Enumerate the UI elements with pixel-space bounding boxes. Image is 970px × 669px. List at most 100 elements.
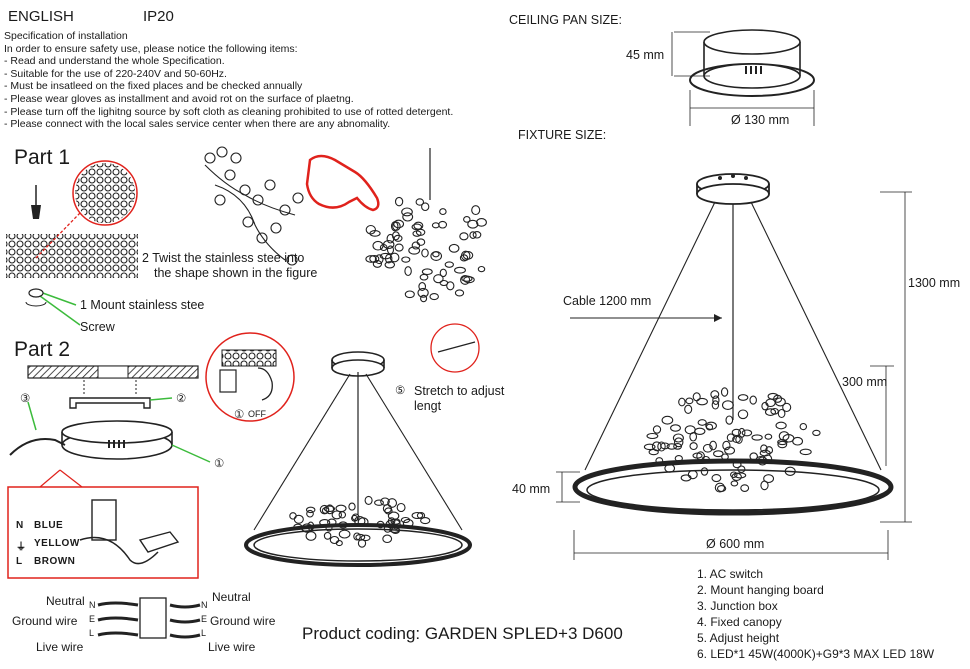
spec-item: - Must be insatleed on the fixed places … [4,80,303,93]
callout-2: ② [176,393,187,405]
led-loop [741,429,753,437]
led-loop [319,519,331,527]
led-loop [459,254,469,262]
led-loop [446,281,455,291]
led-loop [419,273,429,281]
led-loop [694,427,706,435]
led-loops [289,196,821,548]
led-loop [763,474,775,484]
led-loop [716,485,727,492]
led-loop [382,240,395,249]
spec-item: - Suitable for the use of 220-240V and 5… [4,67,227,80]
led-loop [467,219,479,229]
wiring-right-ground: Ground wire [210,614,276,628]
led-loop [700,467,709,476]
led-loop [374,254,384,265]
language-label: ENGLISH [8,8,74,25]
fixture-drop: 300 mm [842,375,888,389]
led-loop [335,504,347,513]
led-loop [685,397,694,405]
led-loop [692,452,703,459]
led-loop [476,218,487,227]
wire-letter-n: N [16,520,24,531]
led-loop [689,442,698,451]
wiring-right-l: L [201,628,207,638]
legend-item: 5. Adjust height [697,631,780,645]
led-loop [384,261,396,269]
led-loop [386,245,395,255]
led-loop [713,450,724,458]
led-loop [661,415,674,425]
stretch-line1: Stretch to adjust [414,384,505,398]
led-loop [737,465,746,473]
led-loop [655,457,664,465]
led-loop [673,443,683,450]
led-loop [643,443,656,451]
led-loop [765,446,774,455]
legend-item: 2. Mount hanging board [697,583,824,597]
led-loop [412,230,422,237]
led-loop [705,423,714,431]
part2-mounting-illustration [9,365,211,463]
fixture-illustration [556,173,912,560]
led-loop [696,397,708,406]
led-loop [701,455,710,463]
led-loop [417,287,429,298]
wiring-left-neutral: Neutral [46,594,85,608]
led-loop [305,531,317,541]
led-loop [372,259,383,268]
led-loop [393,234,403,242]
led-loop [439,268,447,278]
led-loop [335,540,343,547]
led-loop [382,503,392,514]
twisted-wire-illustration [204,146,304,266]
wiring-left-l: L [89,628,95,638]
led-loop [652,425,662,434]
led-loop [730,471,738,478]
led-loop [702,443,713,453]
specification-block: Specification of installation In order t… [4,30,453,131]
led-loop [325,523,333,532]
led-loop [732,461,742,469]
led-loop [306,509,314,518]
led-loop [389,526,400,533]
led-loop [411,241,421,250]
wire-color-blue: BLUE [34,520,64,531]
led-loop [411,223,423,231]
wire-letter-ground: ⏚ [16,542,27,553]
led-loop [394,196,404,207]
part1-title: Part 1 [14,146,71,169]
led-loop [387,498,398,508]
led-loop [444,261,454,268]
led-loop [416,512,426,519]
led-loop [761,401,769,411]
off-label: OFF [248,409,266,419]
wire-letter-l: L [16,556,23,567]
part1-step1: 1 Mount stainless stee [80,298,205,312]
led-loop [689,432,698,442]
led-loop [329,535,340,545]
led-loop [731,428,742,437]
led-loop [469,231,477,239]
led-loop [657,441,666,452]
led-loop [648,448,659,456]
led-loop [782,434,795,443]
led-loop [439,208,447,216]
part1-step2-line2: the shape shown in the figure [154,266,318,280]
led-loop [687,469,698,480]
led-loop [323,505,336,513]
led-loop [670,424,681,432]
led-loop [369,254,380,263]
callout-off-number: ① [234,409,245,421]
led-loop [323,531,332,540]
led-loop [799,448,812,456]
wiring-right-e: E [201,614,208,624]
led-loop [433,274,444,284]
led-loop [376,520,385,529]
led-loop [379,252,392,260]
wire-color-brown: BROWN [34,556,76,567]
led-loop [305,506,316,514]
callout-5: ⑤ [395,385,406,397]
led-loop [459,232,469,241]
